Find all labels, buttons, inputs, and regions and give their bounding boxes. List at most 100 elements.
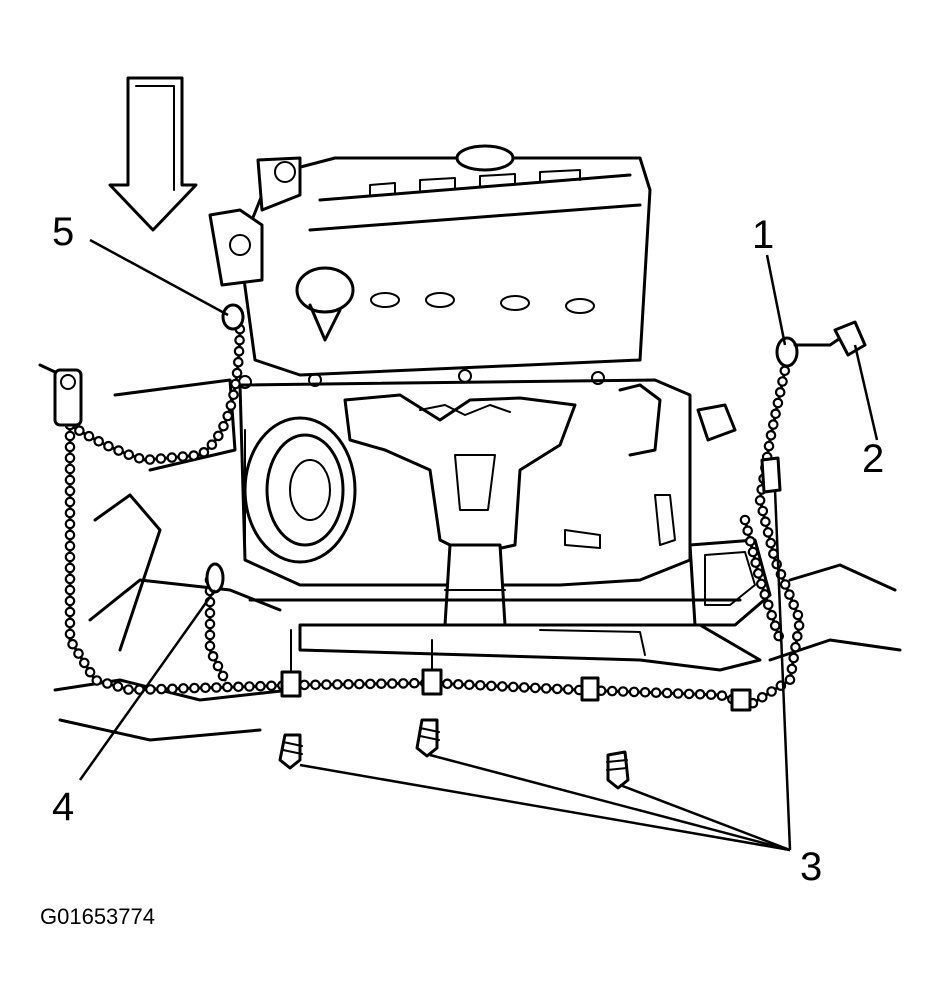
harness-bead <box>496 681 508 692</box>
harness-bead <box>694 688 706 700</box>
harness-bead <box>188 450 200 461</box>
harness-bead <box>234 334 245 346</box>
harness-bead <box>705 689 717 700</box>
callout-3: 3 <box>800 845 822 889</box>
down-arrow-icon <box>108 76 198 232</box>
harness-bead <box>485 680 497 692</box>
callout-2: 2 <box>862 437 884 481</box>
harness-bead <box>145 684 156 695</box>
harness-bead <box>762 527 774 538</box>
harness-bead <box>777 376 788 387</box>
harness-bead <box>189 682 200 694</box>
harness-bead <box>244 681 255 692</box>
harness-bead <box>650 687 662 698</box>
harness-bead <box>757 505 769 517</box>
harness-bead <box>233 345 245 357</box>
harness-bead <box>167 683 178 695</box>
harness-bead <box>64 540 76 552</box>
harness-bead <box>64 562 76 574</box>
harness-bead <box>672 688 684 699</box>
harness-bead <box>752 568 764 579</box>
harness-bead <box>222 410 233 422</box>
harness-bead <box>754 495 766 506</box>
harness-bead <box>779 579 791 590</box>
bolt-icon <box>278 456 782 790</box>
harness-bead <box>321 679 332 690</box>
harness-bead <box>763 440 775 452</box>
harness-bead <box>364 678 376 690</box>
harness-bead <box>198 446 210 458</box>
harness-bead <box>64 595 76 607</box>
harness-bead <box>343 678 354 690</box>
harness-bead <box>64 628 76 640</box>
harness-bead <box>155 453 167 464</box>
harness-bead <box>744 535 756 547</box>
harness-bead <box>79 657 90 669</box>
harness-bead <box>759 589 771 600</box>
harness-bead <box>770 408 781 420</box>
harness-bead <box>765 429 777 441</box>
leader-lines <box>78 238 879 852</box>
harness-bead <box>64 529 76 541</box>
harness-connector-icon <box>38 363 83 427</box>
harness-bead <box>228 389 239 401</box>
harness-bead <box>562 684 574 695</box>
harness-bead <box>225 400 237 411</box>
harness-bead <box>217 670 229 682</box>
harness-bead <box>64 573 76 585</box>
harness-bead <box>353 678 365 690</box>
harness-bead <box>113 445 124 456</box>
harness-bead <box>474 679 486 691</box>
harness-bead <box>792 609 804 621</box>
harness-bead <box>756 691 768 703</box>
harness-bead <box>230 378 241 390</box>
harness-bead <box>123 449 135 460</box>
harness-bead <box>408 677 420 689</box>
harness-bead <box>750 557 761 568</box>
harness-bead <box>102 678 113 689</box>
harness-bead <box>177 451 189 462</box>
harness-bead <box>452 678 464 690</box>
harness-bead <box>64 452 76 464</box>
harness-bead <box>166 452 178 463</box>
harness-bead <box>64 463 76 475</box>
harness-bead <box>133 452 145 464</box>
harness-bead <box>779 365 791 377</box>
harness-bead <box>386 678 398 689</box>
harness-bead <box>64 496 76 508</box>
harness-bead <box>67 638 78 650</box>
harness-bead <box>233 681 244 693</box>
harness-bead <box>793 620 805 631</box>
harness-bead <box>716 690 728 701</box>
harness-bead <box>112 681 124 692</box>
harness-bead <box>64 430 76 442</box>
harness-bead <box>156 683 167 695</box>
harness-bead <box>774 386 786 398</box>
harness-bead <box>64 474 76 486</box>
harness-bead <box>213 430 224 442</box>
harness-bead <box>518 682 530 693</box>
harness-bead <box>791 630 803 642</box>
harness-bead <box>760 516 771 527</box>
harness-bead <box>767 419 779 430</box>
harness-bead <box>762 599 774 611</box>
harness-bead <box>74 425 85 436</box>
harness-bead <box>222 681 233 693</box>
harness-bead <box>233 356 244 368</box>
harness-bead <box>397 678 409 689</box>
harness-bead <box>84 666 96 678</box>
ground-strap-icon <box>205 303 867 594</box>
harness-bead <box>144 454 156 465</box>
harness-bead <box>661 687 673 699</box>
harness-bead <box>64 551 76 563</box>
harness-bead <box>204 629 216 641</box>
harness-bead <box>507 681 519 693</box>
harness-bead <box>206 439 218 450</box>
harness-bead <box>769 620 781 631</box>
harness-bead <box>83 430 95 442</box>
harness-bead <box>204 607 216 619</box>
harness-bead <box>771 558 782 570</box>
harness-bead <box>606 685 618 697</box>
harness-bead <box>310 679 321 691</box>
